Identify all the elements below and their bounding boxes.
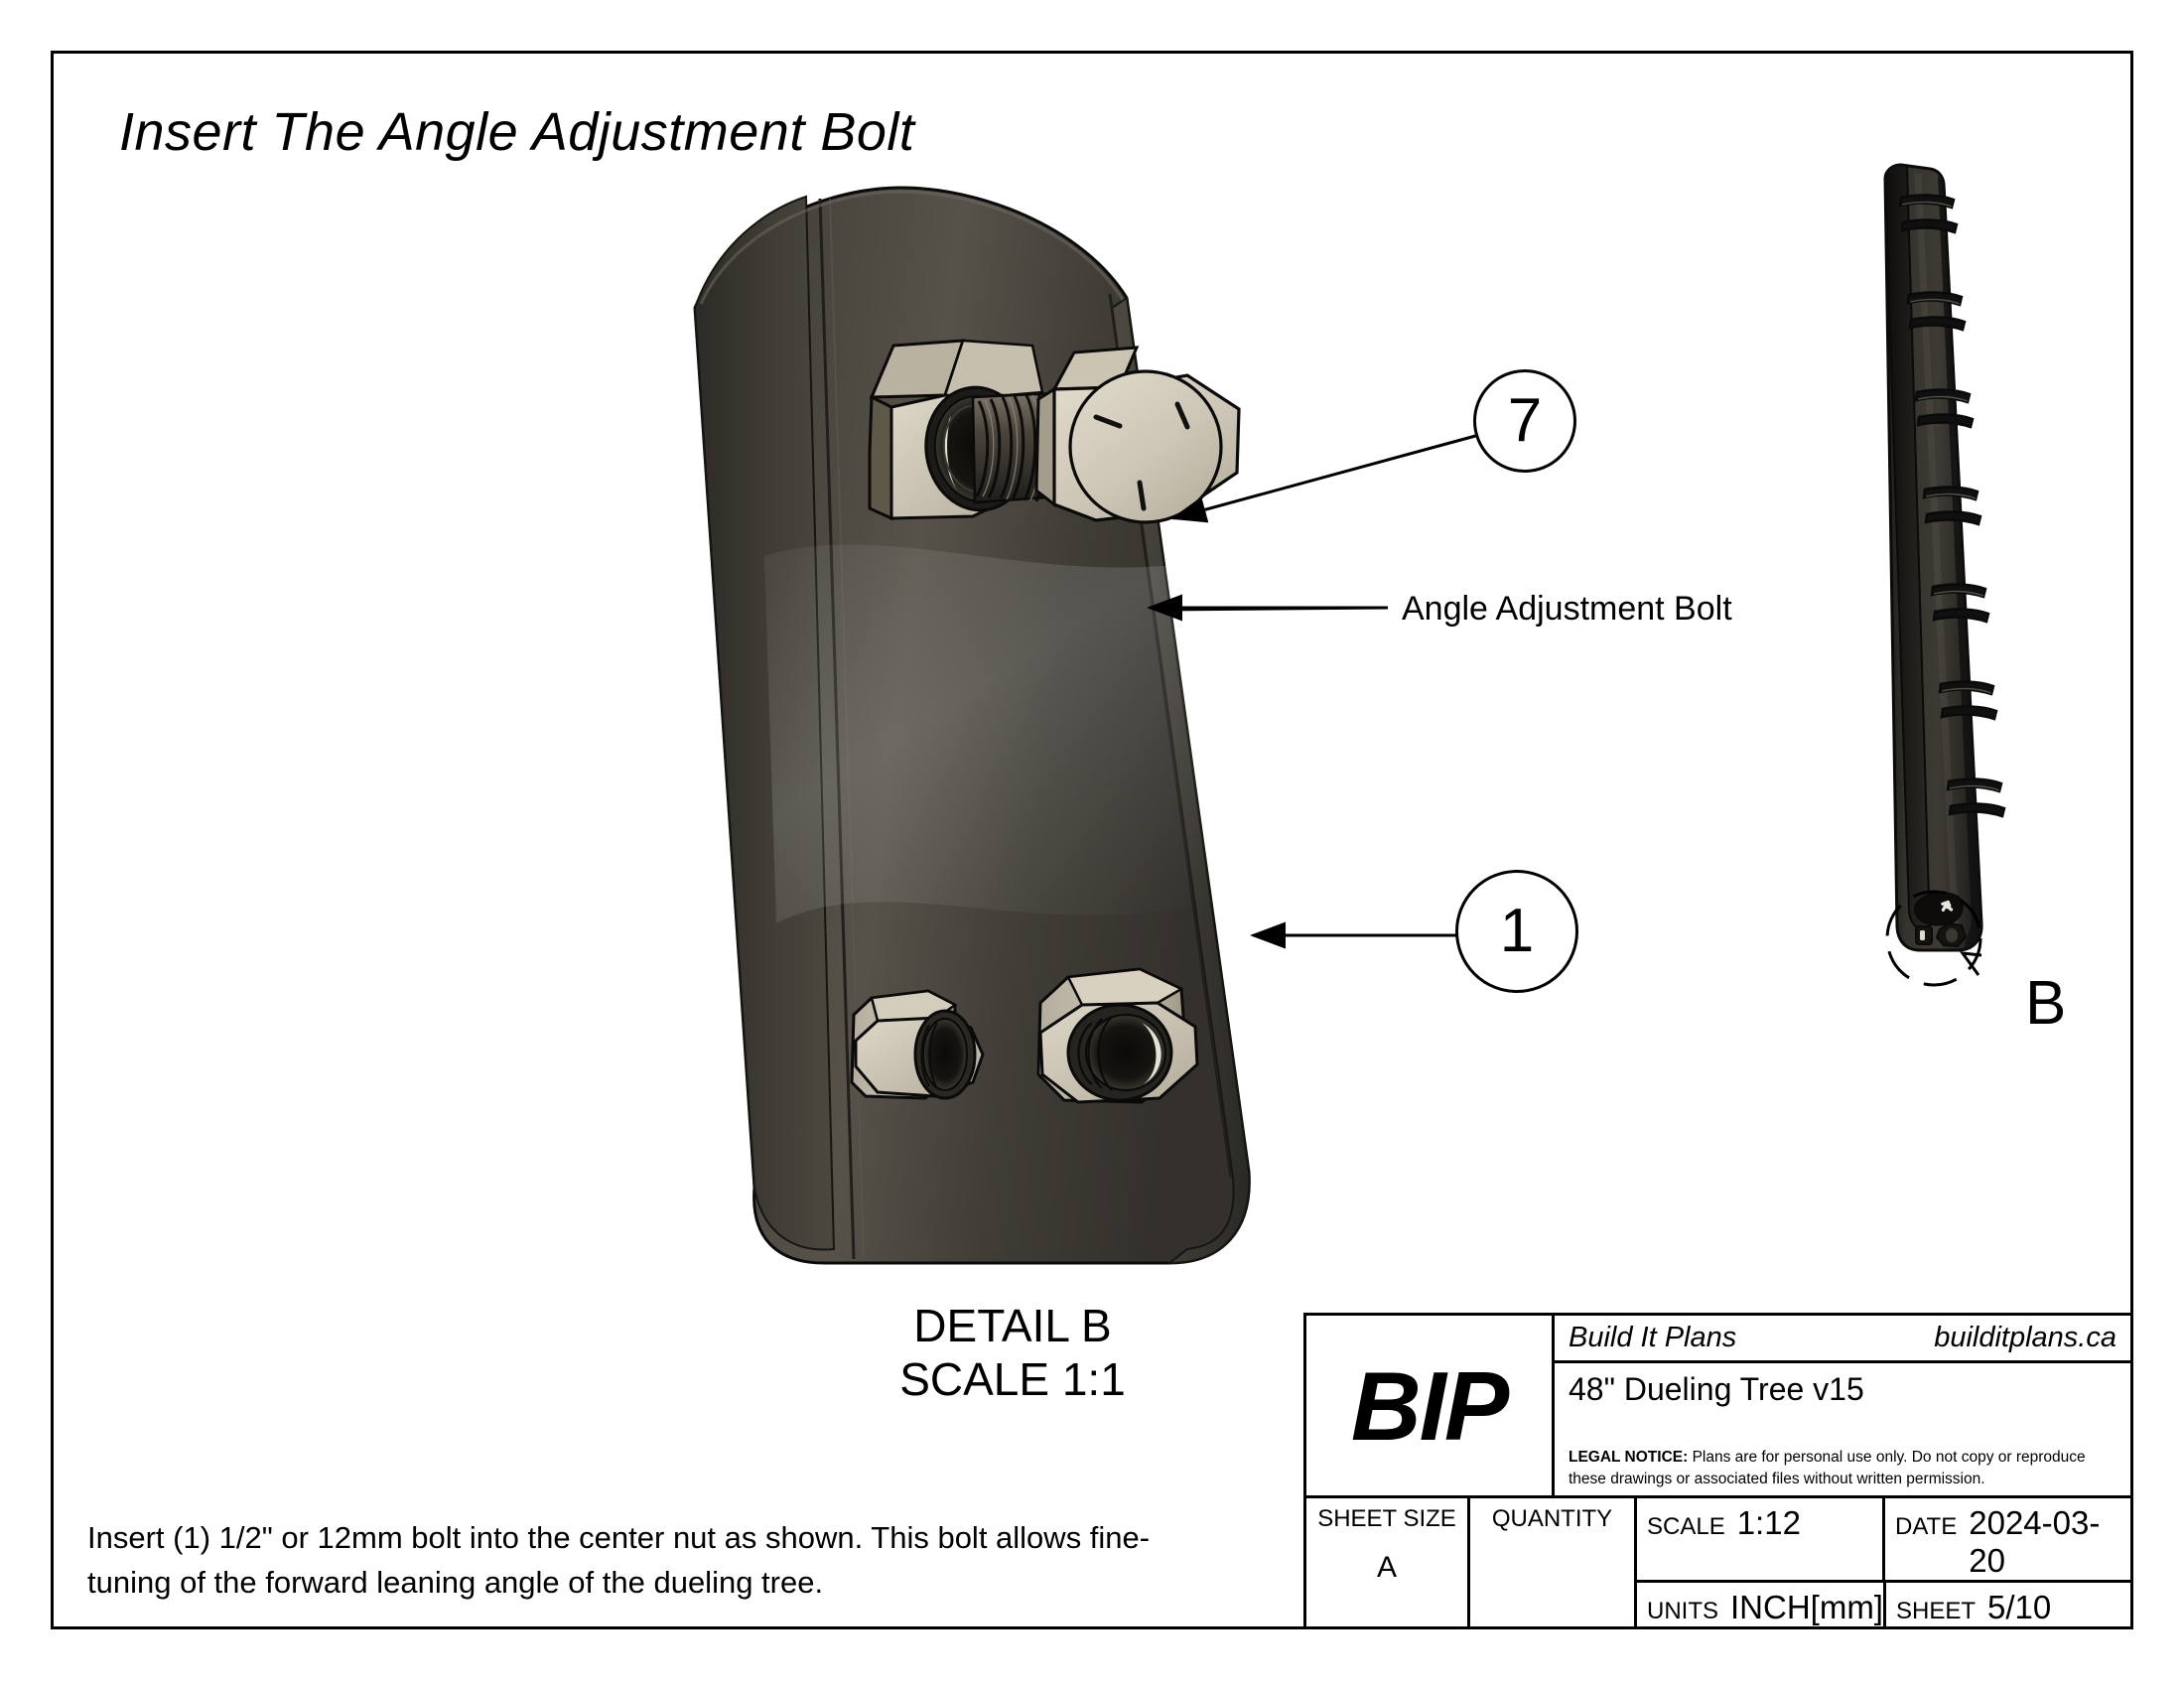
balloon-1-number: 1	[1499, 897, 1535, 965]
sheet-size-label: SHEET SIZE	[1317, 1505, 1456, 1532]
bip-logo: BIP	[1350, 1350, 1509, 1461]
legal-notice: LEGAL NOTICE: Plans are for personal use…	[1569, 1447, 2120, 1490]
title-block-lower: SHEET SIZE A QUANTITY SCALE 1:12 DATE 20…	[1306, 1498, 2130, 1626]
legal-notice-label: LEGAL NOTICE:	[1569, 1449, 1689, 1466]
scale-value: 1:12	[1736, 1504, 1801, 1541]
page-title: Insert The Angle Adjustment Bolt	[119, 102, 915, 162]
balloon-callout-1[interactable]: 1	[1455, 870, 1578, 993]
brand-url[interactable]: builditplans.ca	[1934, 1322, 2116, 1353]
drawing-frame-border	[51, 51, 2133, 1629]
title-block-brand-row: Build It Plans builditplans.ca	[1555, 1316, 2130, 1363]
date-value: 2024-03-20	[1969, 1504, 2101, 1579]
title-block-upper: BIP Build It Plans builditplans.ca 48" D…	[1306, 1316, 2130, 1498]
sheet-size-value: A	[1376, 1551, 1397, 1584]
angle-adjustment-bolt-label: Angle Adjustment Bolt	[1402, 590, 1732, 628]
title-block-project-row: 48" Dueling Tree v15 LEGAL NOTICE: Plans…	[1555, 1363, 2130, 1495]
units-value: INCH[mm]	[1730, 1589, 1883, 1625]
scale-label: SCALE	[1647, 1513, 1725, 1540]
detail-view-letter: B	[2025, 969, 2067, 1038]
sheet-size-cell: SHEET SIZE A	[1306, 1498, 1470, 1626]
legal-notice-text: Plans are for personal use only. Do not …	[1569, 1449, 2086, 1487]
quantity-cell: QUANTITY	[1470, 1498, 1637, 1626]
project-name: 48" Dueling Tree v15	[1569, 1371, 1864, 1407]
detail-view-caption: DETAIL B SCALE 1:1	[784, 1299, 1241, 1407]
date-cell: DATE 2024-03-20	[1885, 1498, 2130, 1580]
units-cell: UNITS INCH[mm]	[1637, 1583, 1886, 1626]
title-block-upper-right: Build It Plans builditplans.ca 48" Dueli…	[1555, 1316, 2130, 1495]
balloon-7-number: 7	[1507, 386, 1543, 455]
title-block-field-grid: SCALE 1:12 DATE 2024-03-20 UNITS INCH[mm…	[1637, 1498, 2130, 1626]
sheet-value: 5/10	[1987, 1589, 2052, 1625]
units-label: UNITS	[1647, 1598, 1718, 1624]
sheet-number-cell: SHEET 5/10	[1886, 1583, 2130, 1626]
title-block-row-units-sheet: UNITS INCH[mm] SHEET 5/10	[1637, 1583, 2130, 1626]
detail-caption-line-2: SCALE 1:1	[899, 1353, 1126, 1406]
instruction-text: Insert (1) 1/2" or 12mm bolt into the ce…	[87, 1520, 1151, 1600]
title-block-logo-cell: BIP	[1306, 1316, 1555, 1495]
balloon-callout-7[interactable]: 7	[1473, 369, 1576, 473]
quantity-label: QUANTITY	[1491, 1505, 1613, 1532]
sheet-label: SHEET	[1895, 1598, 1976, 1624]
brand-name: Build It Plans	[1569, 1322, 1737, 1353]
date-label: DATE	[1895, 1513, 1958, 1540]
title-block: BIP Build It Plans builditplans.ca 48" D…	[1303, 1313, 2133, 1629]
scale-cell: SCALE 1:12	[1637, 1498, 1885, 1580]
title-block-row-scale-date: SCALE 1:12 DATE 2024-03-20	[1637, 1498, 2130, 1583]
detail-caption-line-1: DETAIL B	[913, 1300, 1112, 1351]
